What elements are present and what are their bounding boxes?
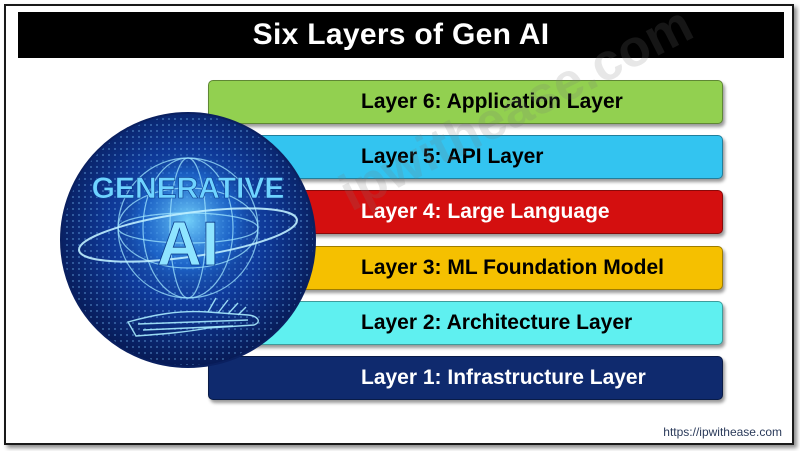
globe-line1: GENERATIVE	[92, 172, 285, 205]
title-bar: Six Layers of Gen AI	[18, 12, 784, 58]
source-url: https://ipwithease.com	[663, 425, 782, 439]
layer-1-bar: Layer 1: Infrastructure Layer	[208, 356, 723, 400]
layer-5-label: Layer 5: API Layer	[361, 145, 544, 168]
layer-1-label: Layer 1: Infrastructure Layer	[361, 366, 646, 389]
globe-line2: AI	[157, 210, 219, 279]
layer-2-label: Layer 2: Architecture Layer	[361, 311, 633, 334]
robot-hand-icon	[126, 297, 259, 337]
layer-4-label: Layer 4: Large Language	[361, 200, 610, 223]
generative-ai-globe: GENERATIVE AI	[58, 110, 318, 370]
layer-6-label: Layer 6: Application Layer	[361, 90, 623, 113]
layer-3-label: Layer 3: ML Foundation Model	[361, 256, 664, 279]
layer-6-bar: Layer 6: Application Layer	[208, 80, 723, 124]
page-title: Six Layers of Gen AI	[252, 18, 550, 51]
globe-ai-icon: GENERATIVE AI	[60, 112, 316, 368]
